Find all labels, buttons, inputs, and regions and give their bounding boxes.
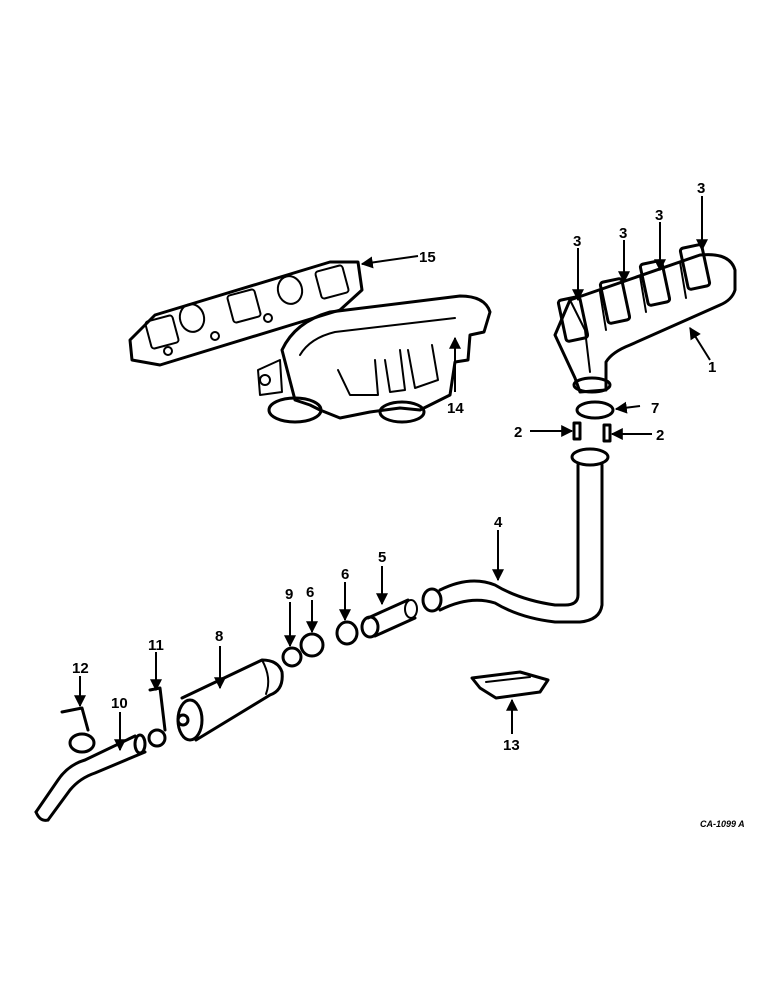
muffler-part	[176, 658, 284, 742]
callout-3b: 3	[619, 225, 627, 242]
callout-labels: 15 14 1 3 3 3 3 7 2 2 4 5 6 6 9 8 11 12 …	[72, 180, 745, 829]
callout-3d: 3	[697, 180, 705, 197]
callout-1: 1	[708, 359, 716, 376]
tailpipe-clamp-bracket-part	[147, 686, 167, 748]
leader-lines	[74, 196, 711, 752]
reference-code: CA-1099 A	[700, 819, 745, 829]
exhaust-pipe-part	[421, 447, 610, 624]
tail-pipe-part	[34, 733, 147, 822]
clamp-b-part	[299, 632, 325, 658]
callout-14: 14	[447, 400, 464, 417]
callout-6a: 6	[341, 566, 349, 583]
left-exhaust-manifold-part	[257, 294, 492, 424]
leader-1	[689, 326, 711, 361]
callout-13: 13	[503, 737, 520, 754]
ring-clamp-part	[281, 646, 303, 668]
callout-9: 9	[285, 586, 293, 603]
right-exhaust-manifold-part	[553, 243, 737, 394]
pipe-flange-gasket-part	[575, 400, 615, 420]
leader-7	[614, 401, 641, 414]
clamp-a-part	[335, 620, 359, 646]
callout-7: 7	[651, 400, 659, 417]
callout-11: 11	[148, 637, 164, 654]
tailpipe-hanger-bracket-part	[60, 706, 96, 754]
manifold-gasket-part	[128, 260, 364, 367]
callout-12: 12	[72, 660, 89, 677]
callout-3c: 3	[655, 207, 663, 224]
callout-3a: 3	[573, 233, 581, 250]
stud-left-part	[572, 421, 582, 441]
callout-6b: 6	[306, 584, 314, 601]
callout-8: 8	[215, 628, 223, 645]
callout-4: 4	[494, 514, 503, 531]
callout-10: 10	[111, 695, 128, 712]
callout-15: 15	[419, 249, 436, 266]
callout-5: 5	[378, 549, 386, 566]
callout-2b: 2	[656, 427, 664, 444]
heat-shield-part	[470, 670, 550, 700]
stud-right-part	[602, 423, 612, 443]
leader-15	[360, 255, 419, 269]
connector-pipe-part	[360, 598, 418, 639]
callout-2a: 2	[514, 424, 522, 441]
